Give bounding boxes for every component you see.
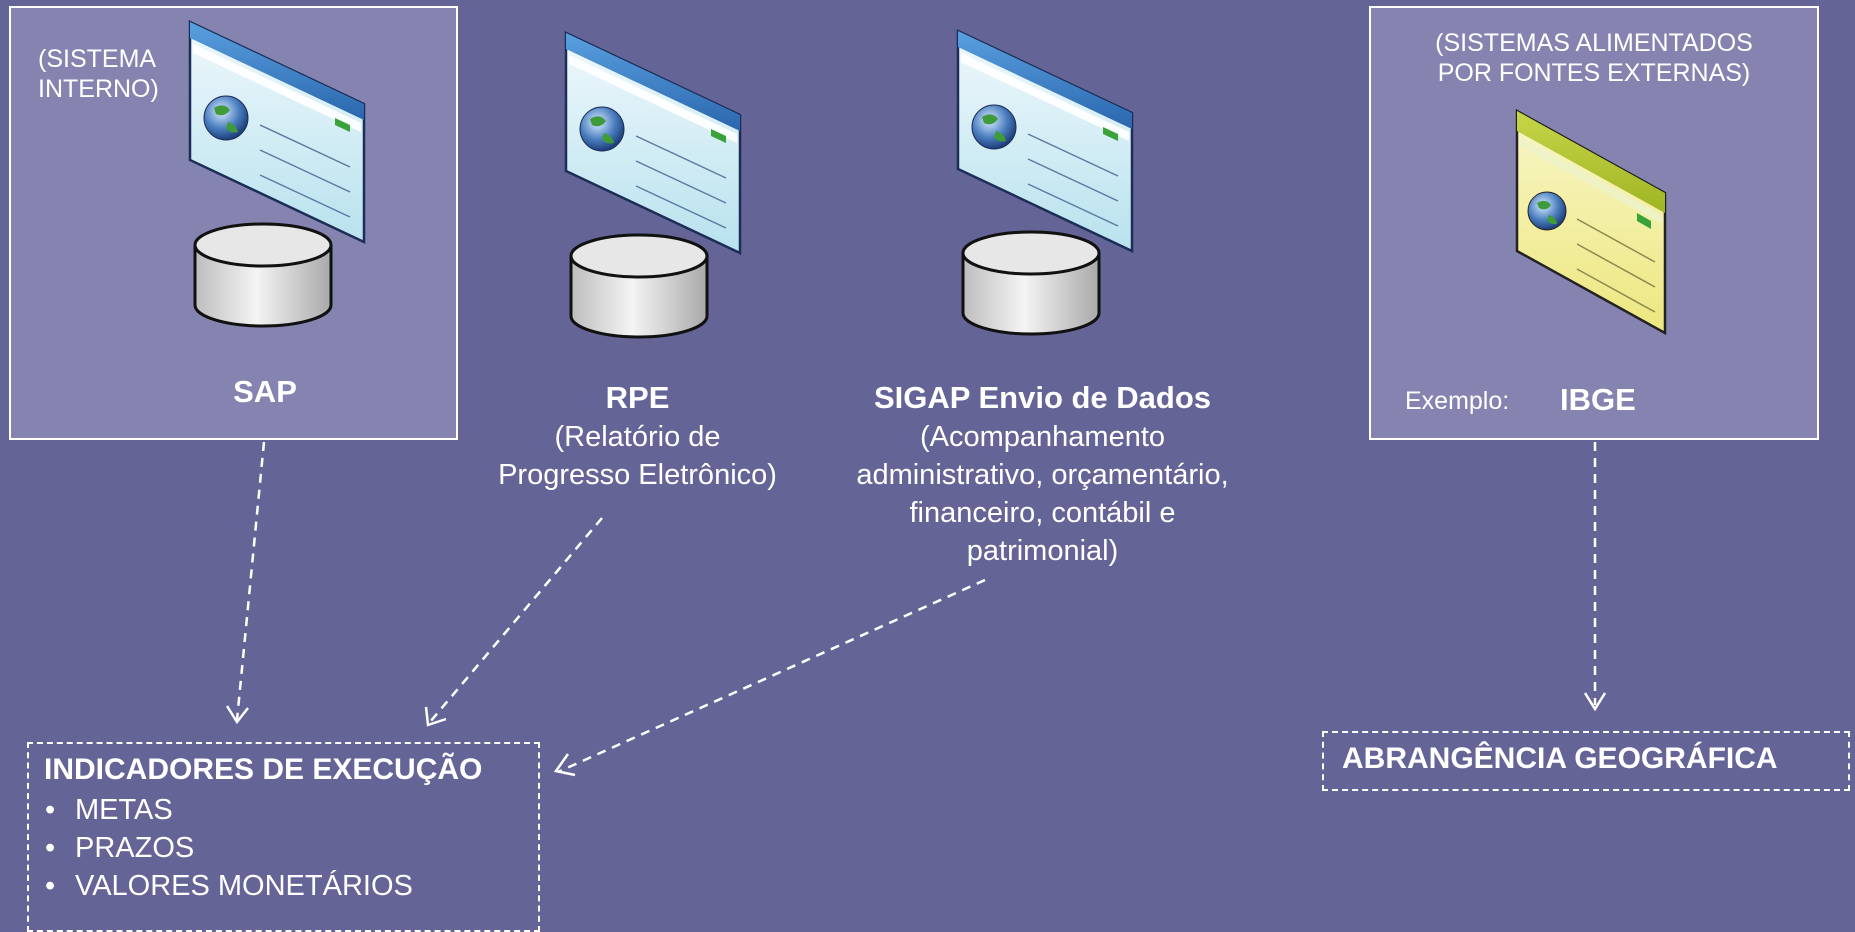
sap-note: (SISTEMA INTERNO)	[38, 45, 159, 103]
rpe-label: RPE	[605, 380, 670, 415]
rpe-database-icon	[569, 233, 709, 339]
sigap-description: (Acompanhamento administrativo, orçament…	[856, 421, 1229, 567]
ibge-browser-window-icon	[1515, 108, 1667, 336]
list-item-prazos: PRAZOS	[45, 829, 413, 867]
sap-database-icon	[193, 222, 333, 328]
sap-browser-window-icon	[188, 20, 366, 244]
rpe-description: (Relatório de Progresso Eletrônico)	[498, 421, 777, 491]
execution-indicators-title: INDICADORES DE EXECUÇÃO	[44, 753, 483, 786]
sigap-label: SIGAP Envio de Dados	[873, 380, 1212, 415]
example-label: Exemplo:	[1405, 387, 1510, 415]
sigap-browser-window-icon	[956, 29, 1134, 253]
sap-label: SAP	[233, 374, 297, 409]
external-note: (SISTEMAS ALIMENTADOS POR FONTES EXTERNA…	[1435, 29, 1753, 87]
list-item-metas: METAS	[45, 791, 413, 829]
execution-indicators-list: METAS PRAZOS VALORES MONETÁRIOS	[45, 791, 413, 905]
geographic-coverage-title: ABRANGÊNCIA GEOGRÁFICA	[1342, 742, 1778, 775]
sigap-database-icon	[961, 230, 1101, 336]
arrow-sigap-to-indicators	[557, 578, 986, 774]
arrow-sap-to-indicators	[235, 441, 266, 721]
list-item-valores: VALORES MONETÁRIOS	[45, 867, 413, 905]
rpe-browser-window-icon	[564, 31, 742, 255]
ibge-label: IBGE	[1560, 382, 1636, 417]
arrow-rpe-to-indicators	[429, 517, 603, 723]
geographic-coverage-box	[1322, 731, 1850, 791]
